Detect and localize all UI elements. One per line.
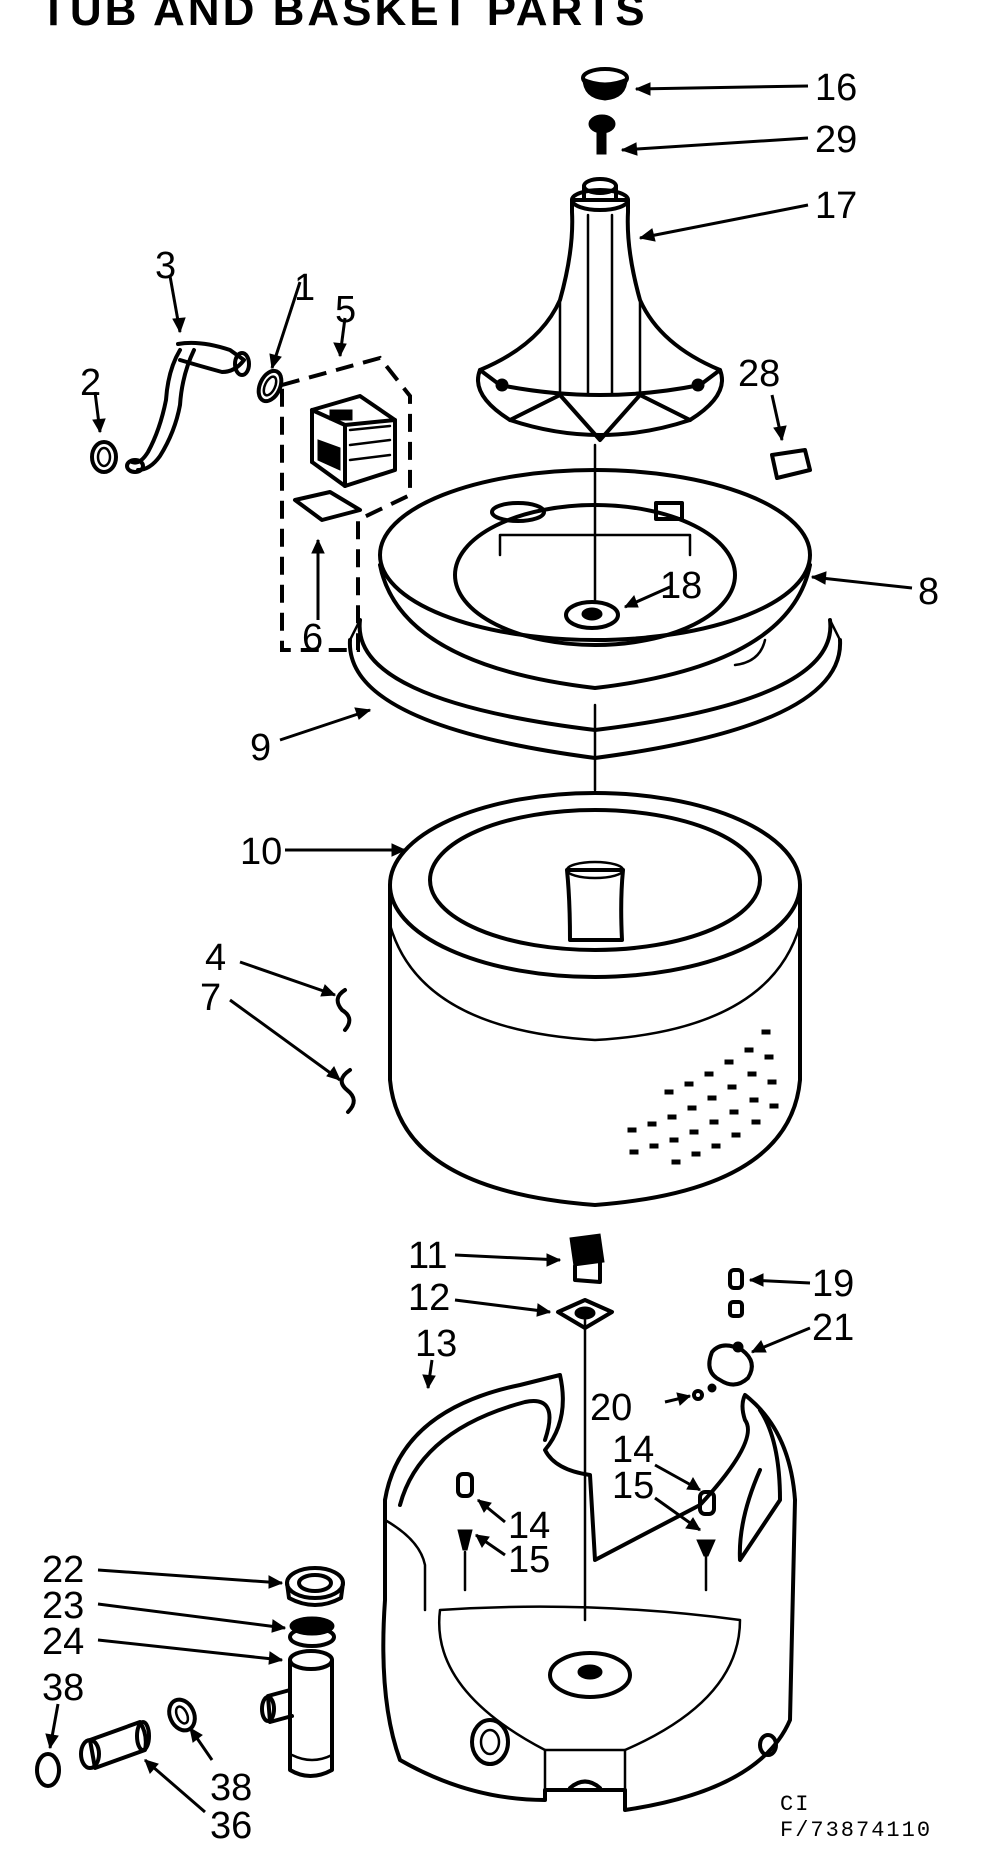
part-5-dispenser (280, 355, 412, 652)
callout-15-left: 15 (508, 1539, 550, 1581)
footer-code-line2: F/73874110 (780, 1818, 933, 1843)
callout-4: 4 (205, 937, 226, 979)
part-28-block (770, 448, 812, 480)
part-2-clamp (90, 440, 118, 474)
callout-12: 12 (408, 1277, 450, 1319)
part-23-ring (288, 1616, 336, 1648)
callout-18: 18 (660, 565, 702, 607)
part-12-washer (556, 1298, 614, 1330)
part-13-outer-tub (381, 1373, 797, 1812)
callout-38-left: 38 (42, 1667, 84, 1709)
part-3-hose (125, 340, 251, 474)
part-15-washer-left (457, 1529, 473, 1592)
part-19-bolt (728, 1268, 744, 1318)
callout-14-left: 14 (508, 1505, 550, 1547)
part-20-screw (692, 1383, 717, 1401)
diagram-title: TUB AND BASKET PARTS (40, 0, 648, 35)
callout-23: 23 (42, 1585, 84, 1627)
callout-22: 22 (42, 1549, 84, 1591)
callout-10: 10 (240, 831, 282, 873)
part-11-nut (569, 1233, 605, 1284)
part-24-drain-pipe (260, 1649, 334, 1778)
part-10-basket (388, 791, 802, 1207)
callout-14-right: 14 (612, 1429, 654, 1471)
callout-20: 20 (590, 1387, 632, 1429)
callout-29: 29 (815, 119, 857, 161)
callout-9: 9 (250, 727, 271, 769)
callout-17: 17 (815, 185, 857, 227)
callout-28: 28 (738, 353, 780, 395)
callout-19: 19 (812, 1263, 854, 1305)
part-7-clip (339, 1068, 356, 1114)
callout-2: 2 (80, 362, 101, 404)
part-38-clamp-right (167, 1697, 197, 1733)
part-16-cap (581, 67, 629, 101)
callout-15-right: 15 (612, 1465, 654, 1507)
footer-code-line1: CI (780, 1792, 811, 1817)
callout-3: 3 (155, 245, 176, 287)
callout-36: 36 (210, 1805, 252, 1847)
part-21-clamp (707, 1341, 754, 1387)
callout-6: 6 (302, 617, 323, 659)
callout-21: 21 (812, 1307, 854, 1349)
part-36-hose (79, 1720, 151, 1770)
part-6-filter (293, 490, 362, 522)
callout-labels: 16 29 17 3 1 5 2 28 6 18 8 9 10 4 7 11 1… (42, 67, 939, 1847)
leader-lines (45, 82, 913, 1814)
center-axis (583, 443, 597, 1622)
callout-1: 1 (294, 267, 315, 309)
callout-16: 16 (815, 67, 857, 109)
callout-11: 11 (408, 1235, 447, 1277)
basket-perforations (627, 1029, 779, 1165)
part-29-bolt (588, 114, 616, 155)
part-4-clip (335, 988, 352, 1032)
part-22-seal (285, 1566, 345, 1607)
callout-5: 5 (335, 289, 356, 331)
callout-13: 13 (415, 1323, 457, 1365)
callout-7: 7 (200, 977, 221, 1019)
part-38-clamp-left (35, 1752, 61, 1788)
part-14-screw-right (698, 1490, 716, 1516)
part-18-bearing (564, 600, 620, 630)
callout-24: 24 (42, 1621, 84, 1663)
part-1-clamp (256, 368, 284, 404)
part-15-washer-right (696, 1539, 716, 1592)
part-17-agitator (476, 177, 724, 442)
callout-8: 8 (918, 571, 939, 613)
callout-38-right: 38 (210, 1767, 252, 1809)
part-14-screw-left (456, 1472, 474, 1498)
